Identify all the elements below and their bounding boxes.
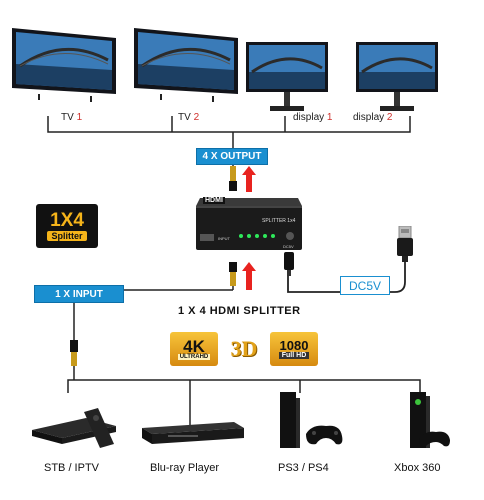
tv-2-screen xyxy=(134,28,238,102)
output-label-display-1: display 1 xyxy=(293,112,333,123)
badge-3d: 3D xyxy=(230,336,258,361)
source-label-xbox: Xbox 360 xyxy=(394,462,441,474)
output-label-tv-2: TV 2 xyxy=(178,112,200,123)
splitter-badge: 1X4 Splitter xyxy=(36,204,98,248)
splitter-device xyxy=(196,198,302,250)
badge-top: 1X4 xyxy=(50,209,84,231)
badge-1080: 1080 Full HD xyxy=(270,332,318,366)
input-label-box: 1 X INPUT xyxy=(34,285,124,303)
display-2-screen xyxy=(356,42,438,111)
tv-1-screen xyxy=(12,28,116,102)
device-brand: HDMI xyxy=(203,197,225,204)
usb-plug-icon xyxy=(397,226,413,262)
badge-1080-main: 1080 xyxy=(279,338,309,353)
source-label-stb: STB / IPTV xyxy=(44,462,100,474)
arrow-up-icon-input xyxy=(242,262,256,290)
xbox-device xyxy=(410,392,450,448)
badge-bottom: Splitter xyxy=(47,230,87,241)
output-label-tv-1: TV 1 xyxy=(61,112,83,123)
power-plug-icon xyxy=(284,252,294,276)
arrow-up-icon xyxy=(242,166,256,192)
badge-1080-sub: Full HD xyxy=(278,352,310,359)
badge-4k-main: 4K xyxy=(183,336,205,356)
output-label-box: 4 X OUTPUT xyxy=(196,148,268,165)
device-model: SPLITTER 1x4 xyxy=(262,218,296,224)
output-cable-icon xyxy=(229,166,237,191)
display-1-screen xyxy=(246,42,328,111)
badge-4k-sub: ULTRAHD xyxy=(177,353,211,360)
badge-4k: 4K ULTRAHD xyxy=(170,332,218,366)
bluray-device xyxy=(142,422,244,444)
ps-console-device xyxy=(280,392,343,448)
device-power-port: DC5V xyxy=(283,244,294,249)
source-label-bluray: Blu-ray Player xyxy=(150,462,220,474)
device-input-port: INPUT xyxy=(218,236,230,241)
power-label-box: DC5V xyxy=(340,276,390,295)
input-cable-icon xyxy=(229,262,237,286)
output-label-display-2: display 2 xyxy=(353,112,393,123)
stb-device xyxy=(32,408,116,448)
source-cable-icon xyxy=(70,340,78,366)
source-label-ps: PS3 / PS4 xyxy=(278,462,329,474)
diagram-title: 1 X 4 HDMI SPLITTER xyxy=(178,305,301,317)
